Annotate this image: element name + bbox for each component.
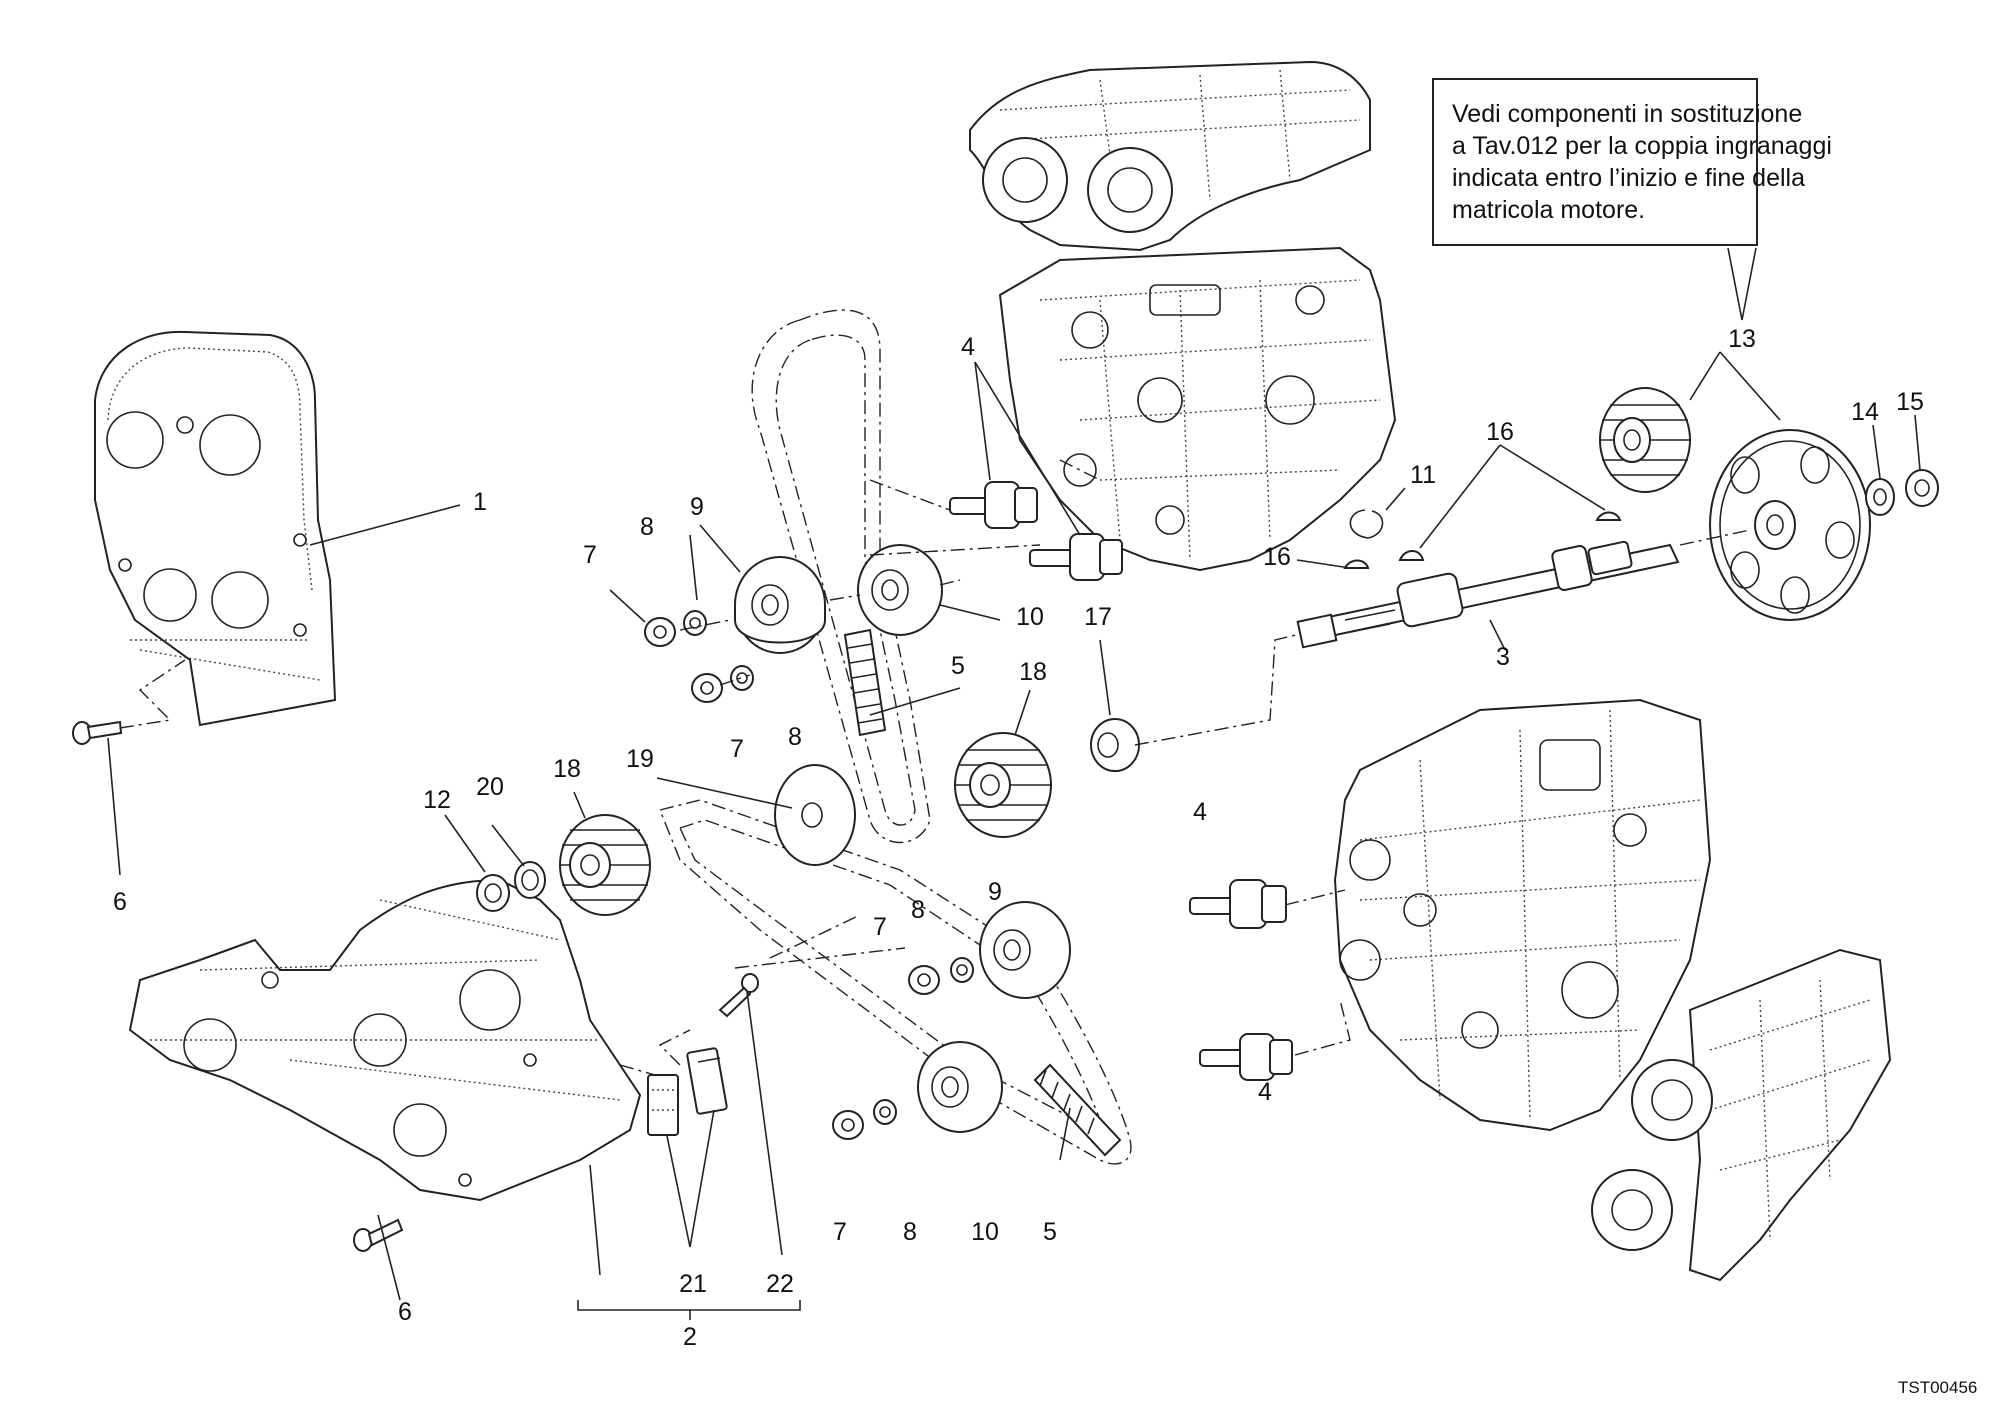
callout-2: 2 xyxy=(683,1323,697,1351)
drive-gear-small xyxy=(1599,387,1691,493)
callout-10-upper: 10 xyxy=(1016,603,1044,631)
screw-22 xyxy=(718,973,759,1018)
callout-7-a: 7 xyxy=(583,541,597,569)
tensioner-stud-lower-b xyxy=(1199,1033,1293,1081)
washer-8-a xyxy=(683,610,707,636)
sensor-pad-21-b xyxy=(686,1047,728,1115)
leader-lines xyxy=(107,351,1921,1320)
upper-cylinder-head xyxy=(998,246,1397,572)
washer-8-b xyxy=(730,665,754,691)
upper-cam-cover xyxy=(969,60,1371,252)
belt-segment-upper xyxy=(843,628,887,737)
document-id: TST00456 xyxy=(1898,1378,1978,1397)
nut-7-c xyxy=(908,965,940,995)
washer-8-d xyxy=(873,1099,897,1125)
callout-1: 1 xyxy=(473,488,487,516)
washer-8-c xyxy=(950,957,974,983)
nut-7-a xyxy=(644,617,676,647)
callout-5-upper: 5 xyxy=(951,652,965,680)
nut-15 xyxy=(1905,469,1939,507)
tensioner-roller-upper xyxy=(734,556,826,654)
note-line-4: matricola motore. xyxy=(1452,196,1646,224)
nut-7-b xyxy=(691,673,723,703)
callout-11: 11 xyxy=(1410,461,1436,489)
replacement-note-box: Vedi componenti in sostituzione a Tav.01… xyxy=(1432,78,1832,246)
screw-6-lower xyxy=(353,1218,404,1252)
callout-4-upper: 4 xyxy=(961,333,975,361)
callout-6-upper: 6 xyxy=(113,888,127,916)
nut-7-d xyxy=(832,1110,864,1140)
note-line-3: indicata entro l’inizio e fine della xyxy=(1452,164,1805,192)
sensor-pad-21-a xyxy=(647,1074,679,1136)
tensioner-roller-lower xyxy=(979,901,1071,999)
callout-18-lower: 18 xyxy=(553,755,581,783)
note-line-1: Vedi componenti in sostituzione xyxy=(1452,100,1803,128)
tensioner-stud-upper-b xyxy=(1029,533,1123,581)
callout-16-upper: 16 xyxy=(1486,418,1514,446)
tensioner-stud-upper-a xyxy=(949,481,1038,529)
tensioner-stud-lower-a xyxy=(1189,879,1287,929)
belt-segment-lower xyxy=(1033,1063,1122,1157)
callout-3: 3 xyxy=(1496,643,1510,671)
callout-10-lower: 10 xyxy=(971,1218,999,1246)
callout-13: 13 xyxy=(1728,325,1756,353)
callout-8-b: 8 xyxy=(788,723,802,751)
timing-cover-upper xyxy=(94,330,337,727)
callout-15: 15 xyxy=(1896,388,1924,416)
timing-belt-upper xyxy=(751,309,931,844)
callout-6-lower: 6 xyxy=(398,1298,412,1326)
timing-gear-lower xyxy=(559,814,651,916)
callout-labels: 1 2 3 4 4 4 5 5 6 6 7 7 7 7 8 8 8 8 9 9 … xyxy=(113,325,1924,1351)
callout-7-c: 7 xyxy=(873,913,887,941)
lower-cam-cover xyxy=(1591,948,1892,1282)
callout-8-d: 8 xyxy=(903,1218,917,1246)
idler-pulley-lower xyxy=(917,1041,1003,1133)
note-line-2: a Tav.012 per la coppia ingranaggi xyxy=(1452,132,1832,160)
lower-cylinder-head xyxy=(1333,698,1712,1132)
washer-14 xyxy=(1865,478,1895,516)
callout-4-mid: 4 xyxy=(1193,798,1207,826)
callout-20: 20 xyxy=(476,773,504,801)
spacer-17 xyxy=(1090,718,1140,772)
timing-gear-upper xyxy=(954,732,1052,838)
timing-cover-lower xyxy=(128,878,642,1202)
note-pointer xyxy=(1727,247,1757,321)
callout-9-lower: 9 xyxy=(988,878,1002,906)
key-16-c xyxy=(1595,511,1622,521)
jackshaft xyxy=(1296,540,1680,649)
callout-9-upper: 9 xyxy=(690,493,704,521)
nut-12 xyxy=(476,874,510,912)
callout-17: 17 xyxy=(1084,603,1112,631)
callout-19: 19 xyxy=(626,745,654,773)
driven-gear-large xyxy=(1709,429,1871,621)
key-16-a xyxy=(1343,559,1370,569)
washer-20 xyxy=(514,861,546,899)
callout-21: 21 xyxy=(679,1270,707,1298)
circlip-11 xyxy=(1349,509,1384,539)
assembly-axes xyxy=(119,459,1751,1076)
callout-5-lower: 5 xyxy=(1043,1218,1057,1246)
callout-22: 22 xyxy=(766,1270,794,1298)
callout-18-upper: 18 xyxy=(1019,658,1047,686)
callout-16-lower: 16 xyxy=(1263,543,1291,571)
callout-8-a: 8 xyxy=(640,513,654,541)
callout-14: 14 xyxy=(1851,398,1879,426)
key-16-b xyxy=(1398,550,1425,561)
callout-7-b: 7 xyxy=(730,735,744,763)
callout-12: 12 xyxy=(423,786,451,814)
belt-flange xyxy=(774,764,856,866)
callout-4-lower: 4 xyxy=(1258,1078,1272,1106)
idler-pulley-upper xyxy=(857,544,943,636)
callout-7-d: 7 xyxy=(833,1218,847,1246)
screw-6-upper xyxy=(72,720,123,745)
callout-8-c: 8 xyxy=(911,896,925,924)
